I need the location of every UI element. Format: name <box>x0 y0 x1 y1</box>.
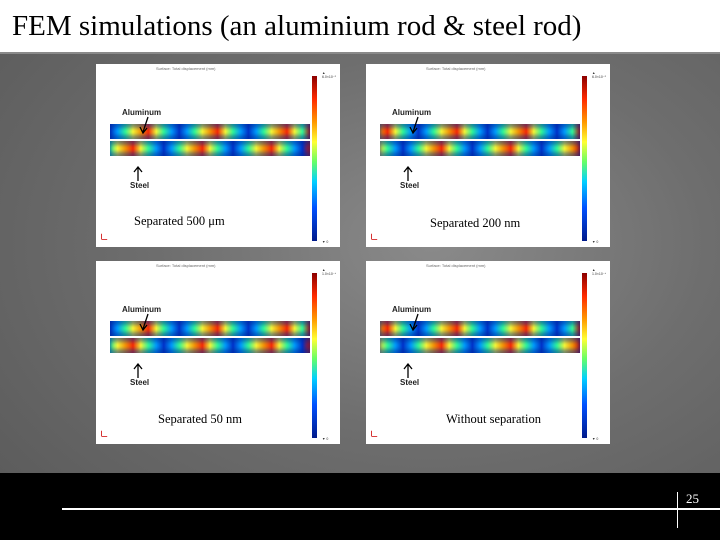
rod-pair <box>380 319 580 359</box>
steel-rod <box>380 338 580 353</box>
aluminum-label: Aluminum <box>122 305 162 314</box>
colorbar-min: ▼ 0 <box>592 437 599 441</box>
aluminum-label: Aluminum <box>392 305 432 314</box>
steel-label: Steel <box>130 378 150 387</box>
aluminum-label: Aluminum <box>122 108 162 117</box>
aluminum-rod <box>380 124 580 139</box>
simulation-panel-50nm: Surface: Total displacement (mm) ▲ 1.0×1… <box>96 261 340 444</box>
page-number: 25 <box>686 491 699 506</box>
steel-label: Steel <box>130 181 150 190</box>
color-scale <box>582 76 587 241</box>
steel-label: Steel <box>400 378 420 387</box>
arrow-up-icon <box>133 363 143 378</box>
panel-caption: Without separation <box>446 412 541 426</box>
simulation-panel-200nm: Surface: Total displacement (mm) ▲ 6.0×1… <box>366 64 610 247</box>
rod-pair <box>380 122 580 162</box>
slide-title: FEM simulations (an aluminium rod & stee… <box>12 10 582 42</box>
panel-caption: Separated 500 μm <box>134 214 225 228</box>
plot-header: Surface: Total displacement (mm) <box>426 66 486 71</box>
aluminum-rod <box>380 321 580 336</box>
axis-triad-icon <box>101 430 108 437</box>
plot-header: Surface: Total displacement (mm) <box>426 263 486 268</box>
footer-divider <box>677 492 678 528</box>
arrow-up-icon <box>403 166 413 181</box>
color-scale <box>312 273 317 438</box>
panel-caption: Separated 200 nm <box>430 216 521 230</box>
plot-header: Surface: Total displacement (mm) <box>156 66 216 71</box>
plot-header: Surface: Total displacement (mm) <box>156 263 216 268</box>
colorbar-max: ▲ 6.0×10⁻⁵ <box>592 71 607 79</box>
arrow-up-icon <box>133 166 143 181</box>
title-bar <box>0 0 720 52</box>
simulation-panel-no-separation: Surface: Total displacement (mm) ▲ 1.0×1… <box>366 261 610 444</box>
aluminum-rod <box>110 321 310 336</box>
colorbar-max: ▲ 1.0×10⁻⁴ <box>322 268 337 276</box>
axis-triad-icon <box>101 233 108 240</box>
steel-rod <box>110 141 310 156</box>
arrow-down-icon <box>139 313 149 332</box>
rod-pair <box>110 319 310 359</box>
aluminum-rod <box>110 124 310 139</box>
footer-rule <box>62 508 720 510</box>
color-scale <box>312 76 317 241</box>
arrow-up-icon <box>403 363 413 378</box>
aluminum-label: Aluminum <box>392 108 432 117</box>
colorbar-min: ▼ 0 <box>592 240 599 244</box>
arrow-down-icon <box>409 313 419 332</box>
arrow-down-icon <box>139 116 149 135</box>
steel-rod <box>380 141 580 156</box>
axis-triad-icon <box>371 430 378 437</box>
color-scale <box>582 273 587 438</box>
steel-label: Steel <box>400 181 420 190</box>
colorbar-min: ▼ 0 <box>322 240 329 244</box>
title-divider <box>0 52 720 54</box>
colorbar-min: ▼ 0 <box>322 437 329 441</box>
arrow-down-icon <box>409 116 419 135</box>
footer-bar <box>0 473 720 540</box>
axis-triad-icon <box>371 233 378 240</box>
rod-pair <box>110 122 310 162</box>
steel-rod <box>110 338 310 353</box>
simulation-panel-500um: Surface: Total displacement (mm) ▲ 6.0×1… <box>96 64 340 247</box>
panel-caption: Separated 50 nm <box>158 412 243 426</box>
colorbar-max: ▲ 6.0×10⁻⁵ <box>322 71 337 79</box>
colorbar-max: ▲ 1.0×10⁻⁴ <box>592 268 607 276</box>
